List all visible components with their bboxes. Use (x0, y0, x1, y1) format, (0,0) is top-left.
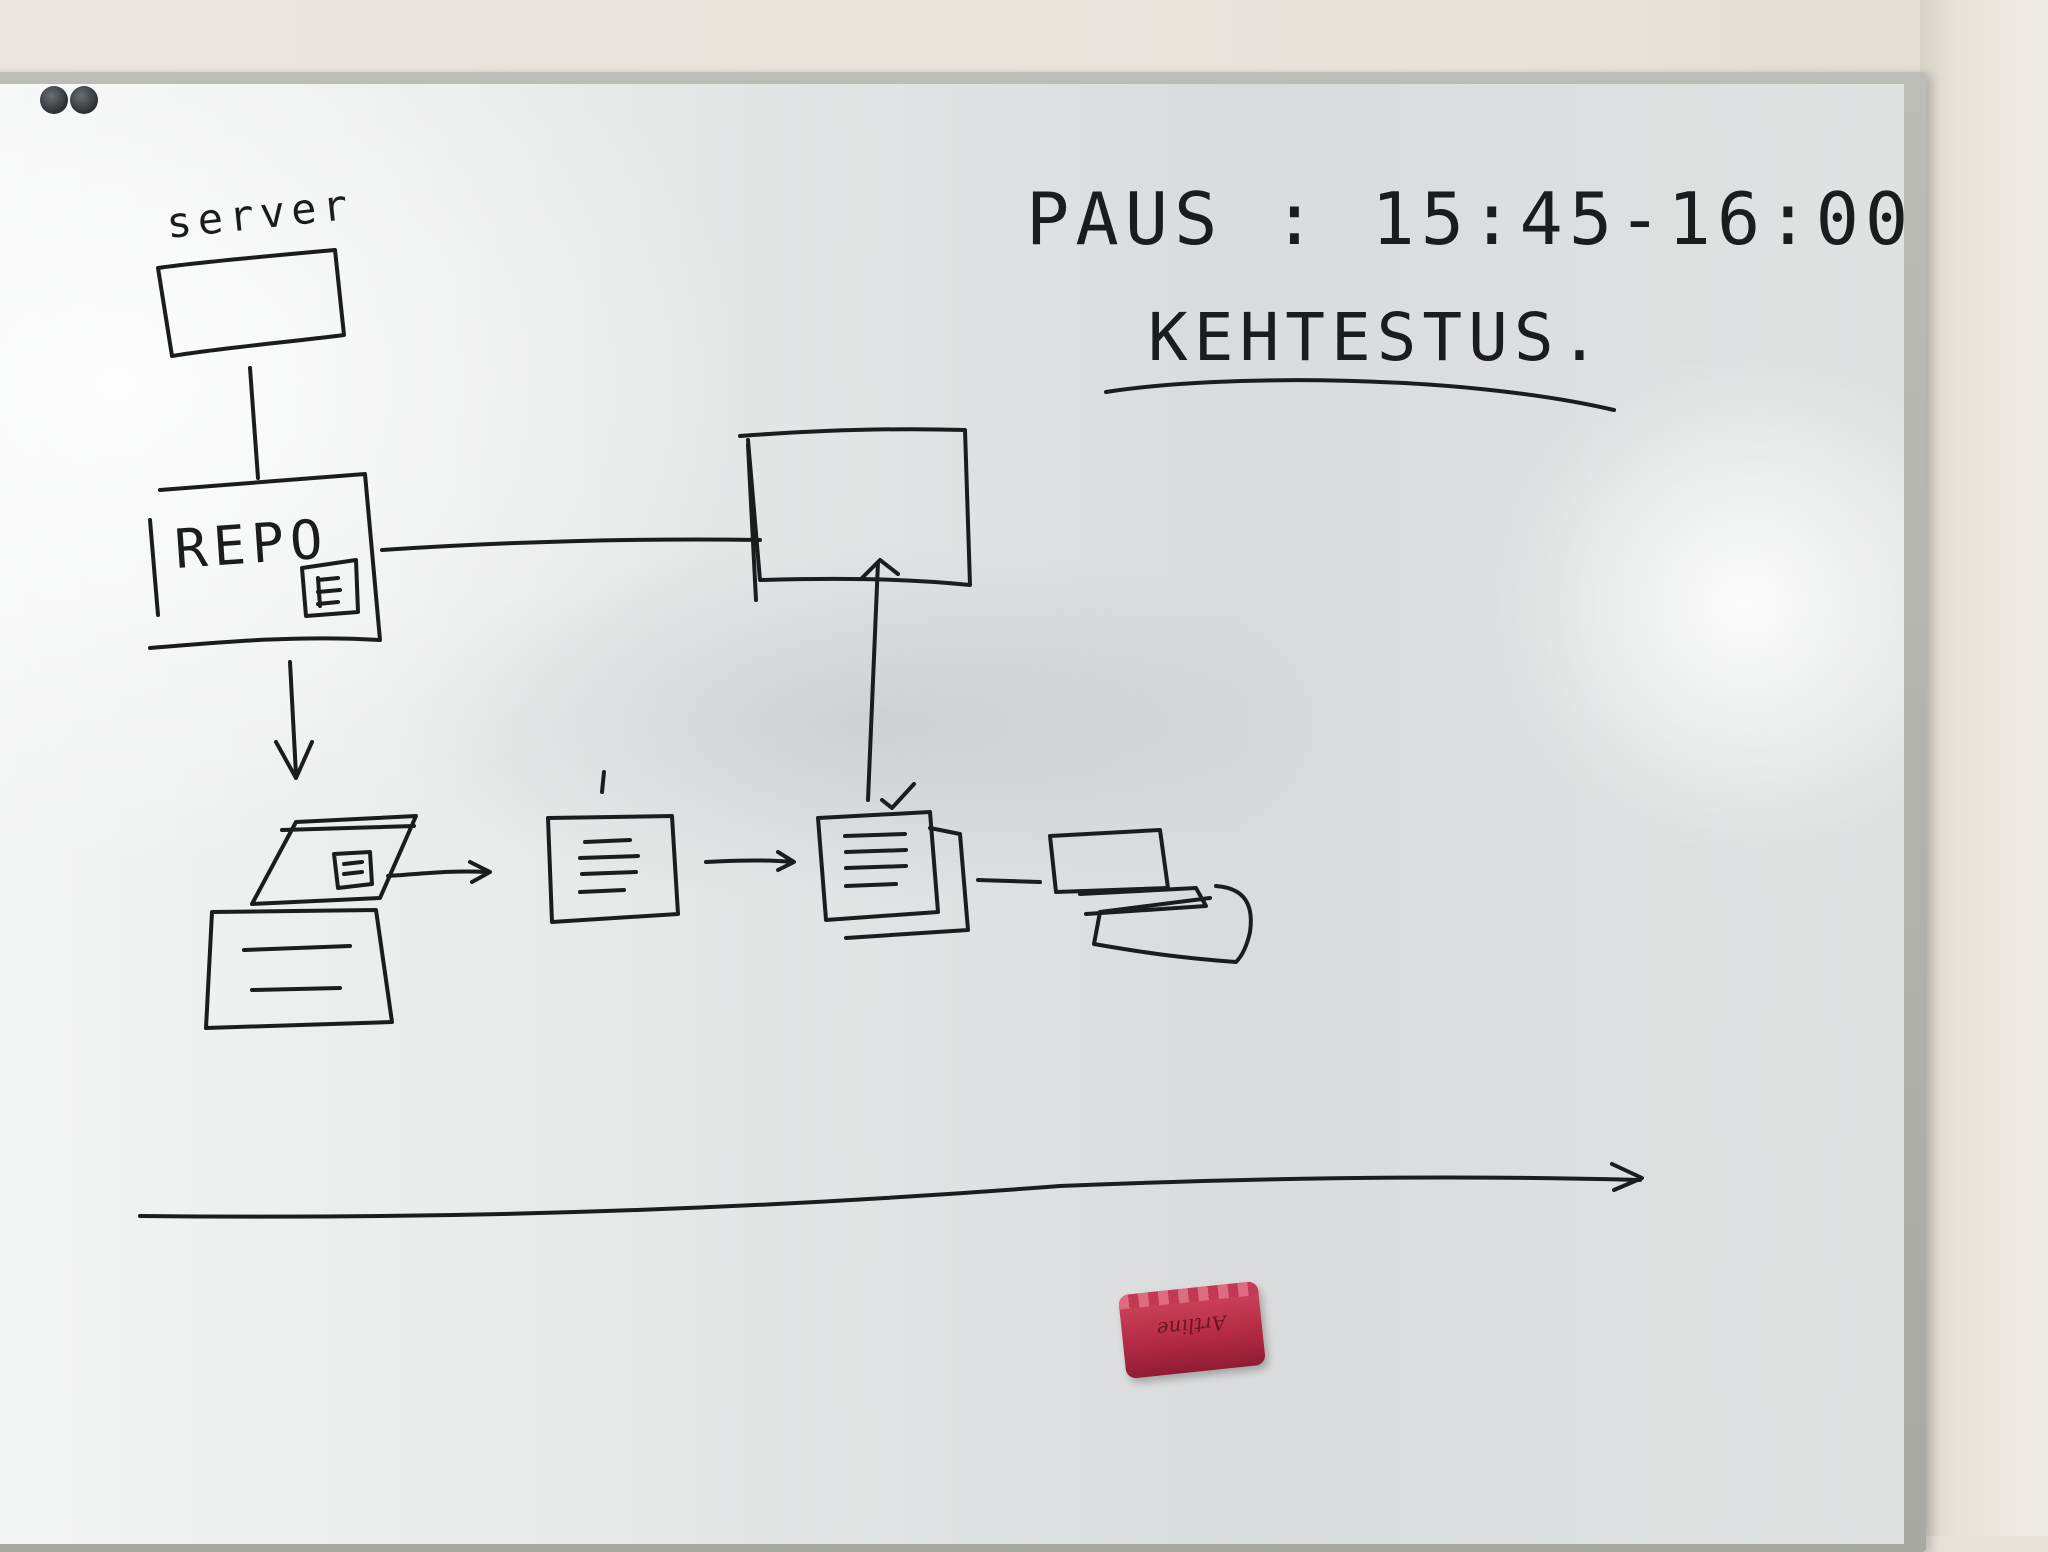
pause-time-heading: PAUS : 15:45-16:00 (1026, 177, 1914, 261)
target-box (738, 427, 972, 587)
document-1 (546, 814, 680, 924)
magnet-left (40, 86, 68, 114)
server-label: server (164, 180, 356, 248)
document-stack (816, 810, 940, 922)
doc1-check (600, 770, 606, 794)
repo-box (148, 472, 382, 650)
arrow-to-target (860, 558, 900, 802)
eraser-brand-label: Artline (1155, 1310, 1228, 1342)
magnets (40, 86, 104, 116)
kehtestus-heading: KEHTESTUS. (1148, 299, 1605, 376)
server-repo-connector (248, 366, 260, 480)
whiteboard-surface (0, 84, 1904, 1544)
arrow-down (274, 660, 314, 780)
arrow-doc-stack (704, 850, 796, 872)
card-stack (1048, 828, 1253, 964)
repo-target-connector (380, 537, 762, 552)
stack-check (880, 782, 916, 810)
repo-doc-icon (300, 558, 360, 618)
arrow-laptop-doc (386, 860, 492, 884)
stack-cards-connector (976, 878, 1042, 884)
timeline-arrow (138, 1162, 1644, 1219)
server-box (156, 248, 346, 358)
title-underline (1104, 378, 1616, 412)
repo-label: REPO (173, 507, 331, 581)
whiteboard-eraser: Artline (1117, 1280, 1267, 1380)
laptop-doc-icon (332, 850, 374, 890)
laptop-screen (250, 814, 418, 906)
magnet-right (70, 86, 98, 114)
wall-corner (1920, 0, 2048, 1536)
laptop-base (204, 908, 394, 1030)
